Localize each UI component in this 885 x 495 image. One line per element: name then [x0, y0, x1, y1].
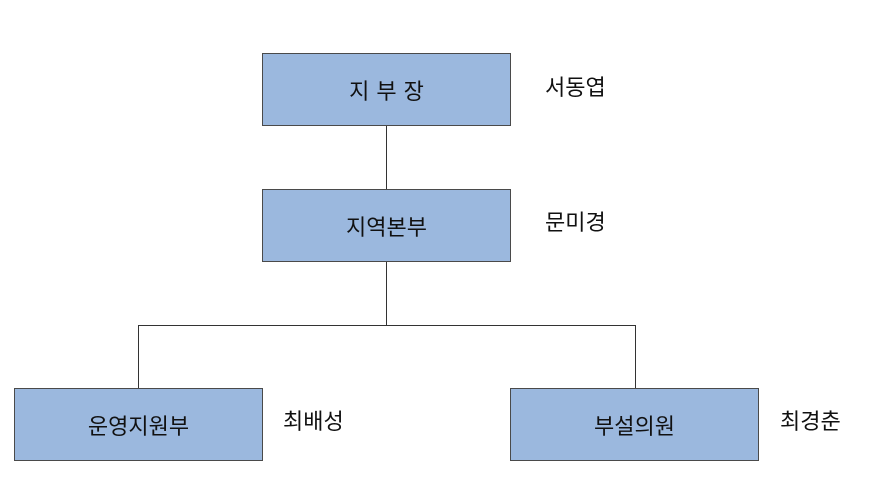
org-box-middle-title: 지역본부 [346, 215, 427, 241]
connector-middle-down [386, 261, 387, 325]
org-person-left: 최배성 [283, 410, 344, 435]
org-box-top-title: 지 부 장 [349, 79, 424, 105]
org-box-left: 운영지원부 [14, 388, 263, 461]
connector-right-drop [635, 325, 636, 388]
connector-top-middle [386, 125, 387, 189]
org-box-right-title: 부설의원 [594, 414, 675, 440]
org-person-middle: 문미경 [545, 211, 606, 236]
org-person-right: 최경춘 [780, 410, 841, 435]
connector-horizontal [138, 325, 635, 326]
connector-left-drop [138, 325, 139, 388]
org-box-middle: 지역본부 [262, 189, 511, 262]
org-person-top: 서동엽 [545, 76, 606, 101]
org-box-top: 지 부 장 [262, 53, 511, 126]
org-box-right: 부설의원 [510, 388, 759, 461]
org-box-left-title: 운영지원부 [87, 414, 190, 440]
